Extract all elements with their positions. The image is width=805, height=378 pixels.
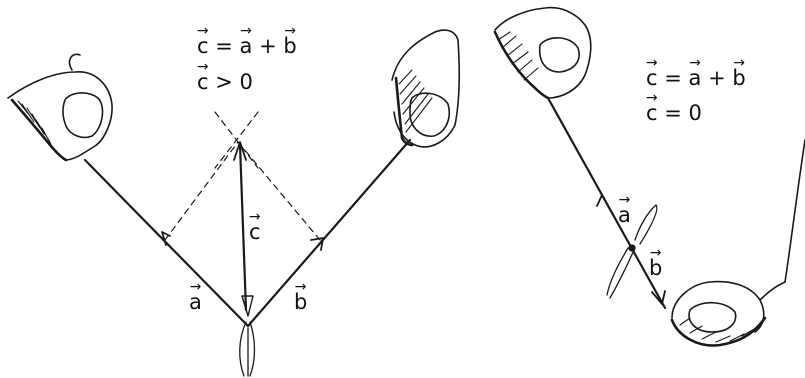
greater-than-sign: >	[215, 70, 233, 94]
label-vector-a-right: a	[618, 205, 631, 226]
thread-left-panel	[83, 138, 412, 328]
right-formula-magnitude: c = 0	[646, 103, 702, 124]
right-panel	[493, 6, 805, 347]
label-vector-c: c	[249, 222, 261, 243]
bottom-finger-right-panel	[670, 139, 805, 347]
vector-b-arrowhead-right	[651, 290, 666, 305]
label-vector-a-left: a	[189, 292, 202, 313]
object-right-panel	[606, 204, 658, 299]
vector-c-symbol: c	[197, 72, 209, 93]
equals-sign: =	[215, 34, 233, 58]
left-panel	[7, 29, 461, 377]
vector-c-symbol: c	[646, 103, 658, 124]
parallelogram-construction	[164, 111, 321, 241]
zero-value: 0	[239, 70, 253, 94]
equals-sign: =	[664, 66, 682, 90]
object-left-panel	[239, 321, 256, 377]
vector-b-symbol: b	[732, 68, 745, 89]
left-finger-left-panel	[7, 53, 113, 162]
vector-b-symbol: b	[283, 36, 296, 57]
equals-sign: =	[664, 101, 682, 125]
vector-a-symbol: a	[240, 36, 253, 57]
vector-c-arrow	[233, 141, 254, 317]
right-finger-left-panel	[391, 29, 461, 148]
vector-a-arrowhead-right	[596, 194, 609, 207]
plus-sign: +	[708, 66, 726, 90]
zero-value: 0	[688, 101, 702, 125]
label-vector-b-right: b	[649, 258, 662, 279]
left-formula-sum: c = a + b	[197, 36, 297, 57]
right-formula-sum: c = a + b	[646, 68, 746, 89]
vector-a-symbol: a	[689, 68, 702, 89]
plus-sign: +	[259, 34, 277, 58]
vector-c-symbol: c	[646, 68, 658, 89]
left-formula-magnitude: c > 0	[197, 72, 253, 93]
vector-c-symbol: c	[197, 36, 209, 57]
vector-b-arrowhead	[310, 237, 324, 251]
vector-a-arrowhead	[161, 231, 171, 246]
label-vector-b-left: b	[294, 292, 307, 313]
top-finger-right-panel	[493, 6, 592, 100]
